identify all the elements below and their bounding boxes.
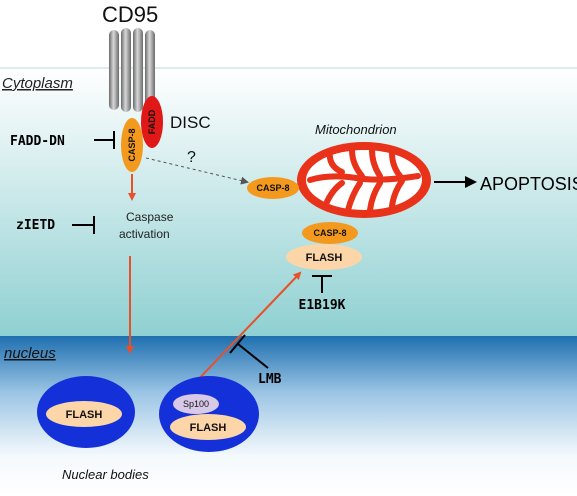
lmb-inhibition-cap — [229, 334, 246, 354]
nucleus-label: nucleus — [4, 345, 56, 362]
cytoplasm-region — [0, 68, 577, 336]
casp8-mito-left-label: CASP-8 — [256, 183, 289, 193]
e1b19k-label: E1B19K — [299, 298, 346, 313]
fadd-label: FADD — [147, 109, 157, 134]
flash-nb2-label: FLASH — [190, 422, 227, 434]
caspase-activation-line2: activation — [119, 227, 170, 241]
apoptosis-label: APOPTOSIS — [480, 174, 577, 194]
casp8-disc-label: CASP-8 — [127, 128, 137, 161]
sp100-label: Sp100 — [183, 399, 209, 409]
cd95-label: CD95 — [102, 2, 158, 27]
nucleus-to-mito-arrow — [191, 271, 302, 387]
nuclear-bodies-label: Nuclear bodies — [62, 467, 149, 482]
casp8-mito-bottom-oval — [302, 222, 358, 244]
mitochondrion-label: Mitochondrion — [315, 122, 397, 137]
zietd-label: zIETD — [16, 218, 55, 233]
mitochondrion-organelle — [297, 142, 431, 218]
casp8-disc-oval — [121, 118, 143, 172]
flash-mito-oval — [286, 244, 362, 270]
caspase-activation-line1: Caspase — [126, 210, 174, 224]
lmb-label: LMB — [258, 372, 282, 387]
fadd-oval — [141, 96, 163, 148]
flash-nb1-oval — [46, 401, 122, 427]
question-mark: ? — [187, 149, 196, 166]
cytoplasm-label: Cytoplasm — [2, 75, 73, 92]
flash-nb2-oval — [170, 414, 246, 440]
disc-to-mito-dashed-arrow — [145, 157, 249, 185]
nuclear-body-2 — [159, 376, 259, 452]
disc-label: DISC — [170, 113, 211, 132]
flash-mito-label: FLASH — [306, 252, 343, 264]
cd95-receptor — [109, 28, 155, 112]
sp100-oval — [173, 394, 219, 414]
fadd-dn-label: FADD-DN — [10, 134, 65, 149]
casp8-mito-left-oval — [247, 177, 299, 199]
lmb-inhibition-bar — [237, 343, 269, 369]
casp8-mito-bottom-label: CASP-8 — [313, 228, 346, 238]
flash-nb1-label: FLASH — [66, 409, 103, 421]
